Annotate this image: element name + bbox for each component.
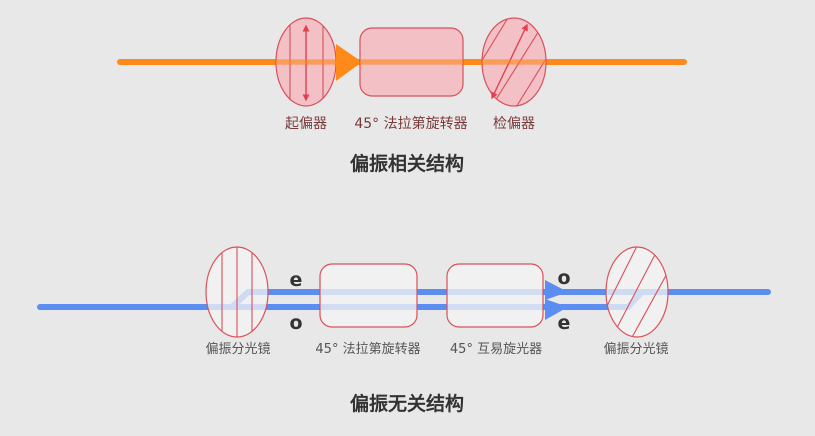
- faraday-rotator-bottom-label: 45° 法拉第旋转器: [315, 342, 420, 357]
- left-beam-splitter-label: 偏振分光镜: [205, 342, 270, 357]
- o-ray-label-right: o: [557, 267, 570, 289]
- right-beam-splitter-label: 偏振分光镜: [603, 342, 668, 357]
- bottom-section-title: 偏振无关结构: [350, 392, 464, 415]
- left-beam-splitter: [205, 246, 269, 338]
- e-ray-label-right: e: [558, 312, 571, 334]
- faraday-rotator-top: [359, 27, 464, 97]
- analyzer: [481, 17, 547, 107]
- top-section: 起偏器 45° 法拉第旋转器 检偏器 偏振相关结构: [117, 17, 687, 175]
- o-ray-direction-arrow-icon: [545, 280, 568, 300]
- analyzer-label: 检偏器: [493, 116, 535, 132]
- o-ray-label-left: o: [289, 312, 302, 334]
- right-beam-splitter: [605, 246, 669, 338]
- reciprocal-rotator-label: 45° 互易旋光器: [450, 342, 542, 357]
- left-splitter-lines: [221, 247, 253, 337]
- polarizer: [275, 17, 337, 107]
- top-section-title: 偏振相关结构: [350, 152, 464, 175]
- beam-direction-arrow-icon: [336, 44, 362, 81]
- e-ray-label-left: e: [290, 269, 303, 291]
- faraday-rotator-label: 45° 法拉第旋转器: [354, 115, 467, 132]
- faraday-rotator-bottom: [319, 263, 418, 328]
- bottom-section: e o o e 偏振分光镜 45° 法拉第旋转器 45° 互易旋光器 偏振分光镜…: [37, 246, 771, 415]
- polarizer-label: 起偏器: [285, 116, 327, 132]
- e-ray-direction-arrow-icon: [545, 299, 568, 320]
- reciprocal-rotator: [446, 263, 544, 328]
